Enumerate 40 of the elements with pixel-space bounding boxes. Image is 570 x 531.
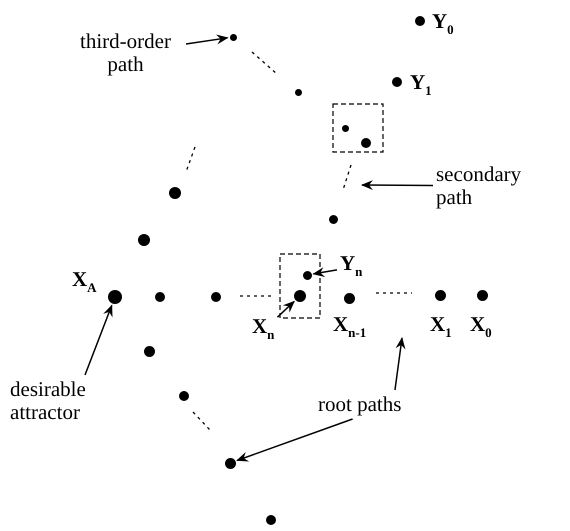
point-dot bbox=[344, 292, 354, 304]
point-dot bbox=[108, 290, 122, 304]
point-dot bbox=[294, 290, 306, 302]
point-dot bbox=[415, 16, 425, 26]
point-dot bbox=[328, 214, 338, 224]
arrow bbox=[276, 300, 295, 318]
point-dot bbox=[476, 290, 488, 300]
point-dot bbox=[211, 292, 221, 302]
point-dot bbox=[302, 270, 312, 280]
point-dot bbox=[224, 458, 236, 468]
point-dot bbox=[230, 34, 236, 40]
point-dot bbox=[392, 77, 402, 87]
arrow bbox=[361, 180, 433, 190]
point-label: X$_{n-1}$ bbox=[333, 313, 366, 342]
point-label: Y$_{0}$ bbox=[432, 10, 454, 39]
annotation-text: secondary path bbox=[436, 163, 546, 209]
point-label: X$_{n}$ bbox=[252, 315, 274, 346]
point-dot bbox=[138, 234, 150, 246]
annotation-text: desirable attractor bbox=[10, 378, 140, 424]
point-label: X$_{1}$ bbox=[430, 313, 452, 342]
arrow bbox=[312, 267, 338, 277]
point-dot bbox=[342, 124, 348, 132]
point-label: Y$_{1}$ bbox=[410, 71, 432, 100]
point-dot bbox=[155, 292, 165, 302]
point-dot bbox=[144, 346, 154, 356]
arrow bbox=[186, 34, 229, 45]
point-label: X$_{A}$ bbox=[72, 268, 97, 297]
point-dot bbox=[361, 138, 371, 148]
point-dot bbox=[266, 515, 276, 525]
arrow bbox=[236, 418, 353, 462]
annotation-text: third-order path bbox=[68, 30, 183, 76]
point-dot bbox=[169, 187, 181, 199]
point-label: Y$_{n}$ bbox=[340, 252, 362, 283]
point-dot bbox=[294, 88, 302, 96]
point-dot bbox=[434, 290, 446, 300]
arrow bbox=[394, 337, 406, 390]
annotation-text: root paths bbox=[318, 393, 468, 416]
arrow bbox=[84, 304, 112, 376]
point-dot bbox=[179, 391, 189, 401]
point-label: X$_{0}$ bbox=[470, 313, 492, 342]
